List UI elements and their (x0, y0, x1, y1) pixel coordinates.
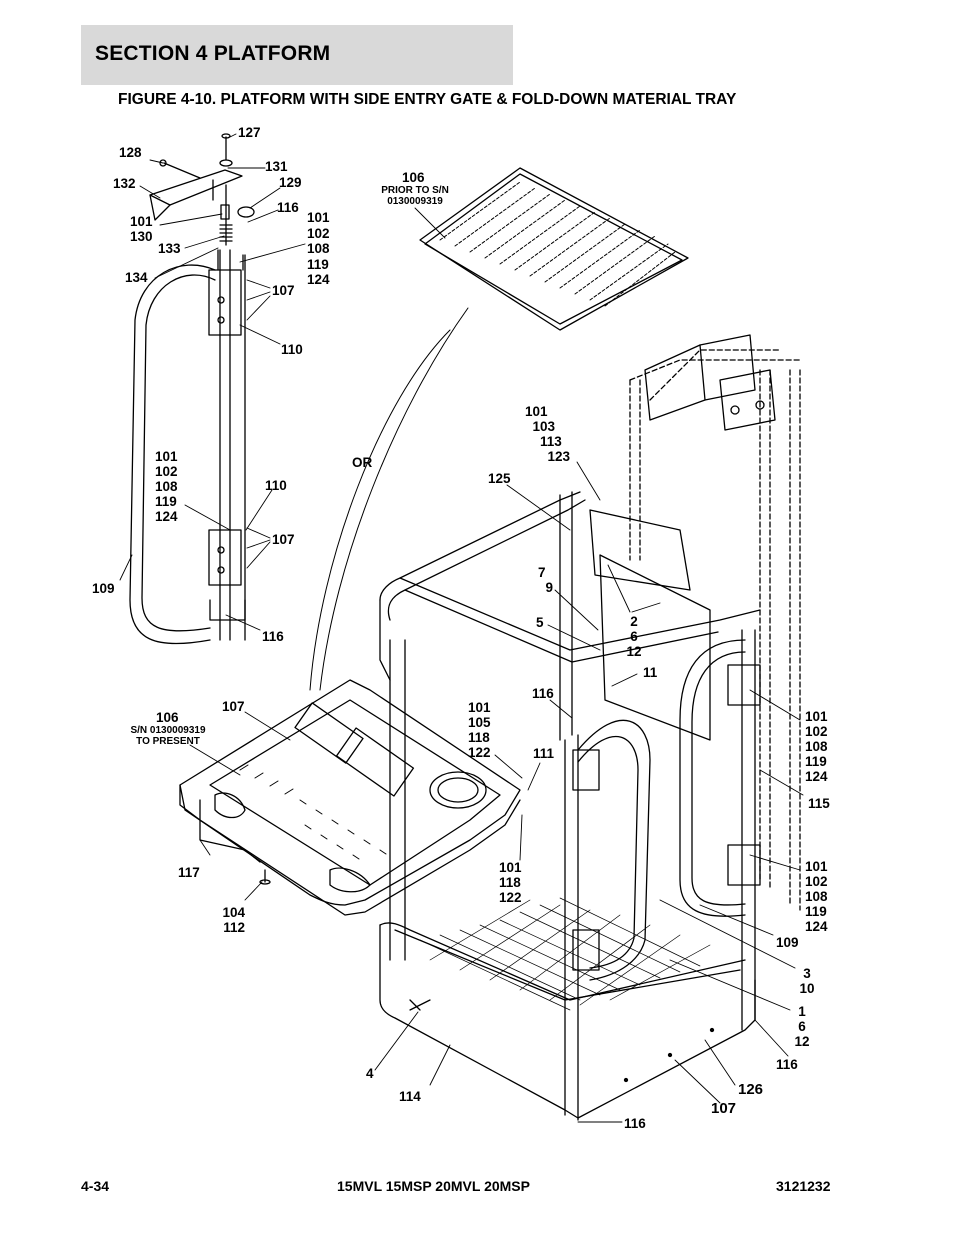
callout-101-124-right-upper: 101 102 108 119 124 (805, 709, 828, 784)
leader-lines (119, 133, 804, 1123)
figure-title: FIGURE 4-10. PLATFORM WITH SIDE ENTRY GA… (118, 91, 737, 108)
footer-page-number: 4-34 (81, 1178, 110, 1194)
callout-4: 4 (366, 1066, 374, 1081)
callout-107-tray: 107 (222, 699, 245, 714)
callout-116-top: 116 (277, 200, 299, 215)
callout-117: 117 (178, 865, 200, 880)
callout-107-upper: 107 (272, 283, 295, 298)
callout-1-6-12: 1 6 12 (794, 1004, 810, 1049)
callout-115: 115 (808, 796, 830, 811)
callout-131: 131 (265, 159, 288, 174)
callout-107-bottom: 107 (711, 1100, 737, 1117)
callout-129: 129 (279, 175, 302, 190)
mast-assembly (629, 349, 801, 911)
callout-106-prior: 106 (402, 170, 425, 185)
mast-top-brackets (644, 334, 776, 431)
callout-134: 134 (125, 270, 148, 285)
callout-or: OR (352, 455, 373, 470)
callout-128: 128 (119, 145, 142, 160)
callout-101-130: 101 130 (130, 214, 153, 244)
material-tray-grate-prior (419, 167, 689, 331)
callout-110-upper: 110 (281, 342, 303, 357)
footer-models: 15MVL 15MSP 20MVL 20MSP (337, 1178, 530, 1194)
callout-106-present: 106 (156, 710, 179, 725)
callout-7-9: 7 9 (538, 565, 554, 595)
side-entry-gate-left (129, 249, 246, 645)
platform-frame (379, 491, 761, 1121)
callout-107-lower: 107 (272, 532, 295, 547)
callout-3-10: 3 10 (799, 966, 815, 996)
footer-doc-number: 3121232 (776, 1178, 831, 1194)
callout-101-124-right-lower: 101 102 108 119 124 (805, 859, 828, 934)
callout-116-bottom: 116 (624, 1116, 646, 1131)
callout-5: 5 (536, 615, 544, 630)
callout-111: 111 (533, 746, 555, 761)
callout-126: 126 (738, 1081, 764, 1098)
callout-101-122-center: 101 105 118 122 (468, 700, 491, 760)
callout-125: 125 (488, 471, 511, 486)
section-header-band (81, 25, 513, 85)
callout-11: 11 (643, 665, 658, 680)
callout-114: 114 (399, 1089, 421, 1104)
callout-133: 133 (158, 241, 181, 256)
callout-116-left: 116 (262, 629, 284, 644)
callout-2-6-12: 2 6 12 (626, 614, 642, 659)
callout-116-center: 116 (532, 686, 554, 701)
callout-109-right: 109 (776, 935, 799, 950)
callout-104-112: 104 112 (222, 905, 245, 935)
callout-106-prior-note: PRIOR TO S/N 0130009319 (381, 185, 449, 207)
callout-116-right: 116 (776, 1057, 798, 1072)
callout-101-124-top: 101 102 108 119 124 (307, 210, 330, 287)
callout-110-lower: 110 (265, 478, 287, 493)
callout-106-present-note: S/N 0130009319 TO PRESENT (130, 725, 206, 747)
callout-101-124-left: 101 102 108 119 124 (155, 449, 178, 524)
callout-101-122-lower: 101 118 122 (499, 860, 522, 905)
fold-down-material-tray (179, 679, 521, 916)
callout-101-123: 101 103 113 123 (525, 404, 571, 464)
section-title: SECTION 4 PLATFORM (95, 42, 331, 65)
gate-hardware-exploded (149, 133, 255, 246)
callout-127: 127 (238, 125, 261, 140)
callout-109-left: 109 (92, 581, 115, 596)
callout-132: 132 (113, 176, 136, 191)
